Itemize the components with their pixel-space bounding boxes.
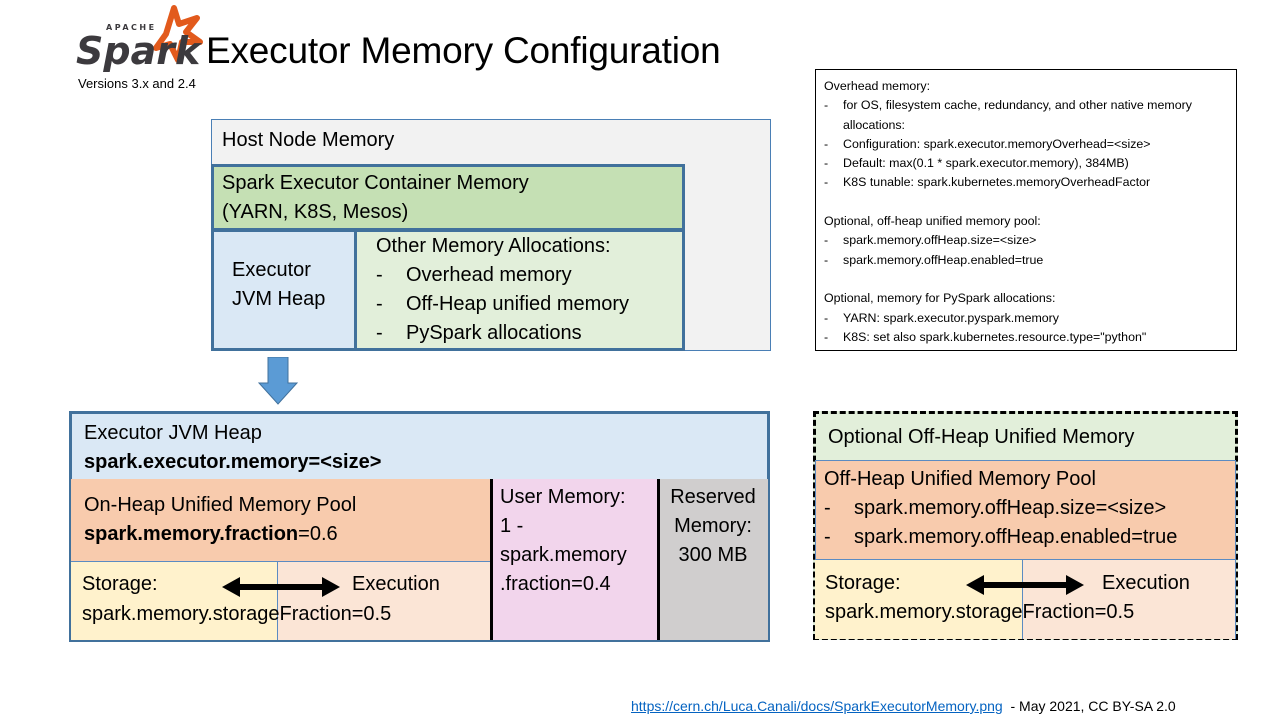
executor-container-memory-box: [211, 164, 685, 231]
overhead-note-item: -for OS, filesystem cache, redundancy, a…: [824, 96, 1228, 135]
source-link[interactable]: https://cern.ch/Luca.Canali/docs/SparkEx…: [631, 698, 1003, 714]
bullet-dash: -: [376, 293, 383, 315]
footer-license: - May 2021, CC BY-SA 2.0: [1002, 698, 1176, 714]
user-memory-line: spark.memory: [500, 544, 627, 566]
spacer: [824, 270, 1228, 289]
bullet-dash: -: [824, 329, 829, 344]
overhead-note-item: -K8S tunable: spark.kubernetes.memoryOve…: [824, 173, 1228, 192]
overhead-note-item: -Default: max(0.1 * spark.executor.memor…: [824, 154, 1228, 173]
note-text: K8S: set also spark.kubernetes.resource.…: [843, 329, 1147, 344]
note-text: spark.memory.offHeap.enabled=true: [843, 252, 1044, 267]
onheap-pool-title: On-Heap Unified Memory Pool: [84, 494, 357, 516]
offheap-storage-region: [815, 559, 1023, 639]
host-node-memory-label: Host Node Memory: [222, 129, 395, 151]
execution-region: [278, 561, 491, 640]
item-text: spark.memory.offHeap.size=<size>: [854, 497, 1167, 519]
apache-spark-logo: APACHE Spark: [76, 5, 203, 73]
user-memory-line: 1 -: [500, 515, 524, 537]
down-arrow-icon: [258, 357, 298, 405]
bullet-dash: -: [824, 175, 829, 190]
jvm-heap-label-line2: JVM Heap: [232, 288, 326, 310]
item-text: Overhead memory: [406, 264, 572, 286]
container-memory-platforms: (YARN, K8S, Mesos): [222, 201, 409, 223]
offheap-execution-region: [1023, 559, 1236, 639]
note-text: spark.memory.offHeap.size=<size>: [843, 233, 1037, 248]
config-key: spark.memory.fraction: [84, 523, 299, 545]
user-memory-line: .fraction=0.4: [500, 573, 611, 595]
container-memory-label: Spark Executor Container Memory: [222, 172, 529, 194]
reserved-memory-line: Reserved: [670, 486, 756, 508]
bullet-dash: -: [376, 322, 383, 344]
item-text: PySpark allocations: [406, 322, 582, 344]
note-text: for OS, filesystem cache, redundancy, an…: [843, 98, 1192, 132]
pyspark-notes-heading: Optional, memory for PySpark allocations…: [824, 291, 1056, 306]
logo-apache-text: APACHE: [106, 23, 157, 32]
bullet-dash: -: [824, 497, 831, 519]
notes-box: Overhead memory: -for OS, filesystem cac…: [815, 69, 1237, 351]
reserved-memory-box: [657, 479, 768, 640]
other-allocation-item: - Off-Heap unified memory: [376, 290, 629, 319]
bullet-dash: -: [824, 98, 829, 113]
offheap-execution-label: Execution: [1102, 572, 1190, 594]
note-text: Configuration: spark.executor.memoryOver…: [843, 136, 1151, 151]
spark-star-icon: [153, 5, 203, 63]
pyspark-note-item: -YARN: spark.executor.pyspark.memory: [824, 309, 1228, 328]
pyspark-note-item: -K8S: set also spark.kubernetes.resource…: [824, 328, 1228, 347]
other-allocation-item: - PySpark allocations: [376, 319, 582, 348]
jvm-heap-label-line1: Executor: [232, 259, 311, 281]
bullet-dash: -: [376, 264, 383, 286]
execution-label: Execution: [352, 573, 440, 595]
bullet-dash: -: [824, 526, 831, 548]
bullet-dash: -: [824, 156, 829, 171]
user-memory-line: User Memory:: [500, 486, 626, 508]
page-title: Executor Memory Configuration: [206, 30, 721, 71]
offheap-pool-title: Off-Heap Unified Memory Pool: [824, 468, 1096, 490]
versions-subtitle: Versions 3.x and 2.4: [78, 76, 196, 91]
reserved-memory-line: 300 MB: [678, 544, 748, 566]
storage-label: Storage:: [82, 573, 158, 595]
offheap-storage-label: Storage:: [825, 572, 901, 594]
other-memory-allocations-box: [354, 229, 685, 351]
double-arrow-icon: [966, 575, 1084, 595]
offheap-note-item: -spark.memory.offHeap.size=<size>: [824, 231, 1228, 250]
user-memory-box: [490, 479, 658, 640]
onheap-unified-pool-box: [71, 479, 491, 561]
logo-spark-text: Spark: [76, 29, 203, 73]
offheap-notes-heading: Optional, off-heap unified memory pool:: [824, 214, 1041, 229]
bullet-dash: -: [824, 233, 829, 248]
config-value: =0.6: [298, 523, 338, 545]
storage-region: [71, 561, 278, 640]
offheap-pool-item: - spark.memory.offHeap.size=<size>: [824, 494, 1166, 523]
bullet-dash: -: [824, 252, 829, 267]
bullet-dash: -: [824, 136, 829, 151]
item-text: spark.memory.offHeap.enabled=true: [854, 526, 1178, 548]
item-text: Off-Heap unified memory: [406, 293, 630, 315]
offheap-unified-pool-box: [815, 460, 1236, 562]
note-text: K8S tunable: spark.kubernetes.memoryOver…: [843, 175, 1151, 190]
offheap-pool-item: - spark.memory.offHeap.enabled=true: [824, 523, 1177, 552]
double-arrow-icon: [222, 577, 340, 597]
other-allocations-heading: Other Memory Allocations:: [376, 235, 611, 257]
onheap-pool-config: spark.memory.fraction=0.6: [84, 520, 338, 548]
overhead-note-item: -Configuration: spark.executor.memoryOve…: [824, 135, 1228, 154]
offheap-title: Optional Off-Heap Unified Memory: [828, 426, 1135, 448]
note-text: Default: max(0.1 * spark.executor.memory…: [843, 156, 1129, 171]
storage-fraction-config: spark.memory.storageFraction=0.5: [82, 603, 392, 625]
jvm-heap-title: Executor JVM Heap: [84, 422, 262, 444]
offheap-note-item: -spark.memory.offHeap.enabled=true: [824, 251, 1228, 270]
offheap-storage-fraction-config: spark.memory.storageFraction=0.5: [825, 601, 1135, 623]
overhead-notes-heading: Overhead memory:: [824, 79, 931, 93]
spacer: [824, 193, 1228, 212]
jvm-heap-config: spark.executor.memory=<size>: [84, 451, 382, 473]
note-text: YARN: spark.executor.pyspark.memory: [843, 310, 1059, 325]
footer: https://cern.ch/Luca.Canali/docs/SparkEx…: [631, 697, 1176, 715]
other-allocation-item: - Overhead memory: [376, 261, 572, 290]
reserved-memory-line: Memory:: [674, 515, 752, 537]
bullet-dash: -: [824, 310, 829, 325]
